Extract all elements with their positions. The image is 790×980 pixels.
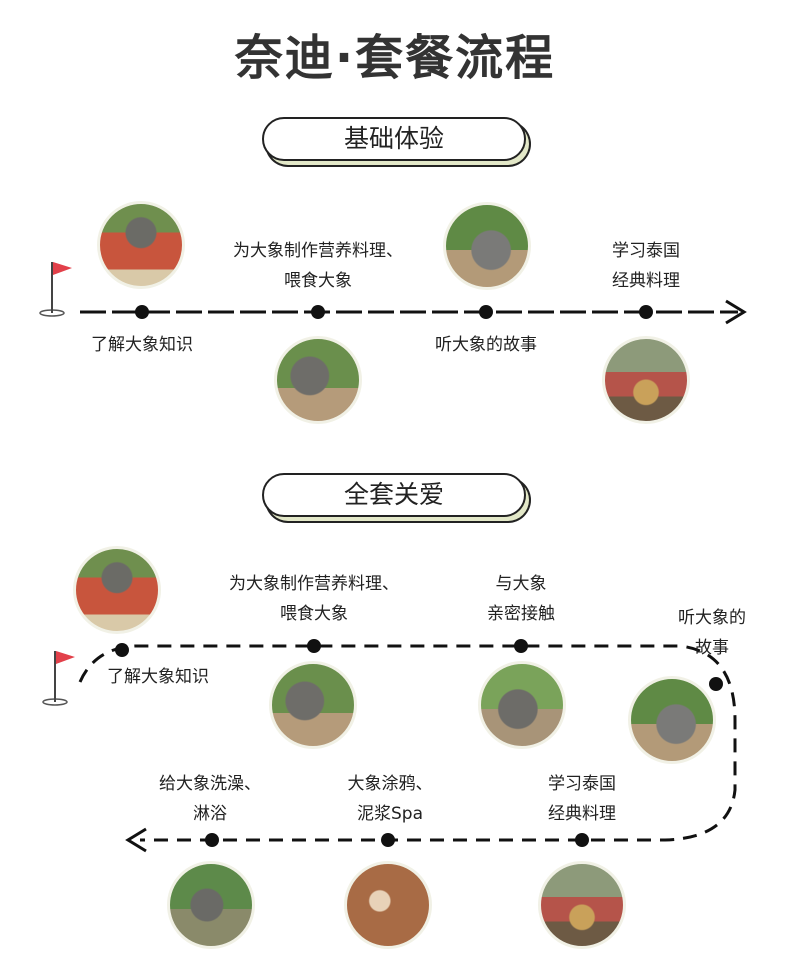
section-pill-basic: 基础体验 (262, 117, 526, 161)
photo-feeding (274, 336, 362, 424)
step-label: 与大象亲密接触 (487, 574, 555, 624)
step-label: 了解大象知识 (91, 335, 193, 355)
photo-cooking (602, 336, 690, 424)
step-label: 为大象制作营养料理、喂食大象 (233, 241, 403, 291)
page-title: 奈迪·套餐流程 (234, 30, 556, 86)
step-label: 给大象洗澡、淋浴 (159, 774, 261, 824)
arrow-left-icon (125, 827, 147, 853)
section-pill-full: 全套关爱 (262, 473, 526, 517)
photo-bathing (167, 861, 255, 949)
step-label: 了解大象知识 (107, 667, 209, 687)
photo-mud-spa (344, 861, 432, 949)
timeline-dots (135, 305, 653, 319)
photo-group-elephant (97, 201, 185, 289)
photo-group-elephant (73, 546, 161, 634)
step-label: 听大象的故事 (678, 608, 746, 658)
photo-elephant-story (628, 676, 716, 764)
flag-icon (42, 651, 75, 706)
step-label: 听大象的故事 (435, 335, 537, 355)
photo-cooking (538, 861, 626, 949)
step-label: 学习泰国经典料理 (612, 241, 680, 291)
photo-close-contact (478, 661, 566, 749)
step-label: 为大象制作营养料理、喂食大象 (229, 574, 399, 624)
flag-icon (39, 262, 72, 317)
step-label: 学习泰国经典料理 (548, 774, 616, 824)
photo-elephant-story (443, 202, 531, 290)
arrow-right-icon (725, 299, 747, 325)
photo-feeding (269, 661, 357, 749)
step-label: 大象涂鸦、泥浆Spa (347, 774, 433, 824)
timeline-full (78, 644, 737, 842)
timeline-dots (115, 639, 723, 847)
